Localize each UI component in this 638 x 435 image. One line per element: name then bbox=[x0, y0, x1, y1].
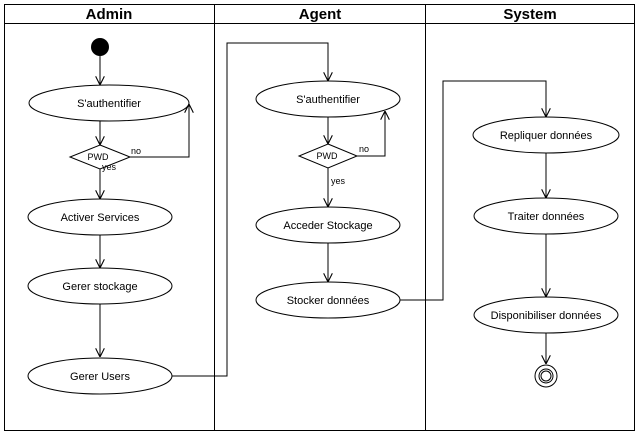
flow-admin-decision-no bbox=[130, 104, 189, 158]
admin-manage-storage-label: Gerer stockage bbox=[62, 281, 137, 293]
agent-pwd-label: PWD bbox=[317, 151, 338, 161]
flow-admin-to-agent bbox=[172, 42, 328, 377]
lane-title-admin: Admin bbox=[86, 6, 133, 23]
agent-authenticate-label: S'authentifier bbox=[296, 94, 360, 106]
agent-store-data-label: Stocker données bbox=[287, 295, 370, 307]
agent-access-storage-label: Acceder Stockage bbox=[283, 220, 372, 232]
flow-agent-to-system bbox=[400, 80, 546, 301]
final-node bbox=[534, 364, 558, 388]
lane-title-agent: Agent bbox=[299, 6, 342, 23]
flow-agent-decision-no bbox=[357, 111, 385, 157]
swimlane-frame bbox=[4, 4, 635, 431]
admin-manage-users-label: Gerer Users bbox=[70, 371, 130, 383]
agent-yes-label: yes bbox=[331, 176, 346, 186]
admin-authenticate-label: S'authentifier bbox=[77, 98, 141, 110]
initial-node bbox=[91, 38, 109, 56]
admin-pwd-label: PWD bbox=[88, 152, 109, 162]
admin-no-label: no bbox=[131, 146, 141, 156]
admin-yes-label: yes bbox=[102, 162, 117, 172]
lane-title-system: System bbox=[503, 6, 556, 23]
system-make-available-label: Disponibiliser données bbox=[491, 310, 602, 322]
agent-no-label: no bbox=[359, 144, 369, 154]
system-replicate-data-label: Repliquer données bbox=[500, 130, 593, 142]
admin-activate-services-label: Activer Services bbox=[61, 212, 140, 224]
admin-authenticate-action bbox=[28, 84, 190, 122]
system-process-data-label: Traiter données bbox=[508, 211, 585, 223]
